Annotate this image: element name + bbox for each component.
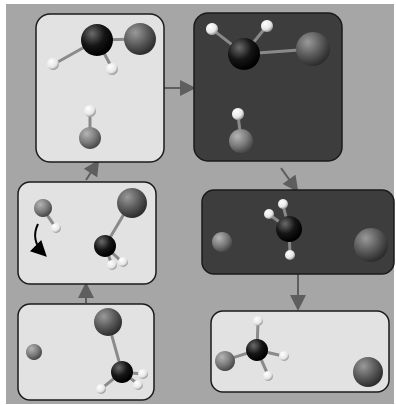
panel-step-6 (210, 310, 390, 393)
hydrogen-atom (96, 384, 106, 394)
hydrogen-atom (107, 260, 117, 270)
panel-step-3-molecules (47, 23, 156, 149)
hydrogen-atom (232, 108, 244, 120)
panel-step-2-molecules (29, 188, 147, 270)
arrow-step2-to-step3 (83, 159, 100, 181)
panel-step-6-molecules (215, 316, 383, 387)
oxygen-atom (79, 127, 101, 149)
halogen-atom (354, 228, 388, 262)
hydrogen-atom (279, 351, 289, 361)
hydrogen-atom (138, 369, 148, 379)
halogen-atom (124, 23, 156, 55)
oxygen-atom (34, 199, 52, 217)
halogen-atom (215, 351, 235, 371)
carbon-atom (81, 24, 113, 56)
hydrogen-atom (264, 209, 274, 219)
panel-step-1-molecules (26, 308, 148, 394)
hydrogen-atom (47, 58, 59, 70)
arrow-step4-to-step5 (280, 167, 299, 193)
flow-arrows (78, 80, 306, 311)
halogen-atom (353, 357, 383, 387)
oxygen-atom (229, 129, 253, 153)
halogen-atom (212, 232, 232, 252)
panel-step-4-molecules (206, 20, 330, 153)
halogen-atom (94, 308, 122, 336)
hydrogen-atom (206, 23, 218, 35)
hydrogen-atom (106, 63, 118, 75)
carbon-atom (228, 38, 260, 70)
hydrogen-atom (263, 371, 273, 381)
panel-step-5-molecules (212, 199, 388, 262)
carbon-atom (111, 361, 133, 383)
hydrogen-atom (253, 316, 263, 326)
halogen-atom (296, 32, 330, 66)
hydrogen-atom (133, 380, 143, 390)
hydrogen-atom (261, 20, 273, 32)
hydrogen-atom (51, 223, 61, 233)
hydrogen-atom (278, 199, 288, 209)
halogen-atom (26, 344, 42, 360)
hydrogen-atom (118, 257, 128, 267)
carbon-atom (276, 216, 302, 242)
rotation-arrow-icon (29, 223, 47, 257)
carbon-atom (246, 339, 268, 361)
carbon-atom (94, 235, 116, 257)
hydrogen-atom (84, 105, 96, 117)
halogen-atom (117, 188, 147, 218)
hydrogen-atom (285, 250, 295, 260)
